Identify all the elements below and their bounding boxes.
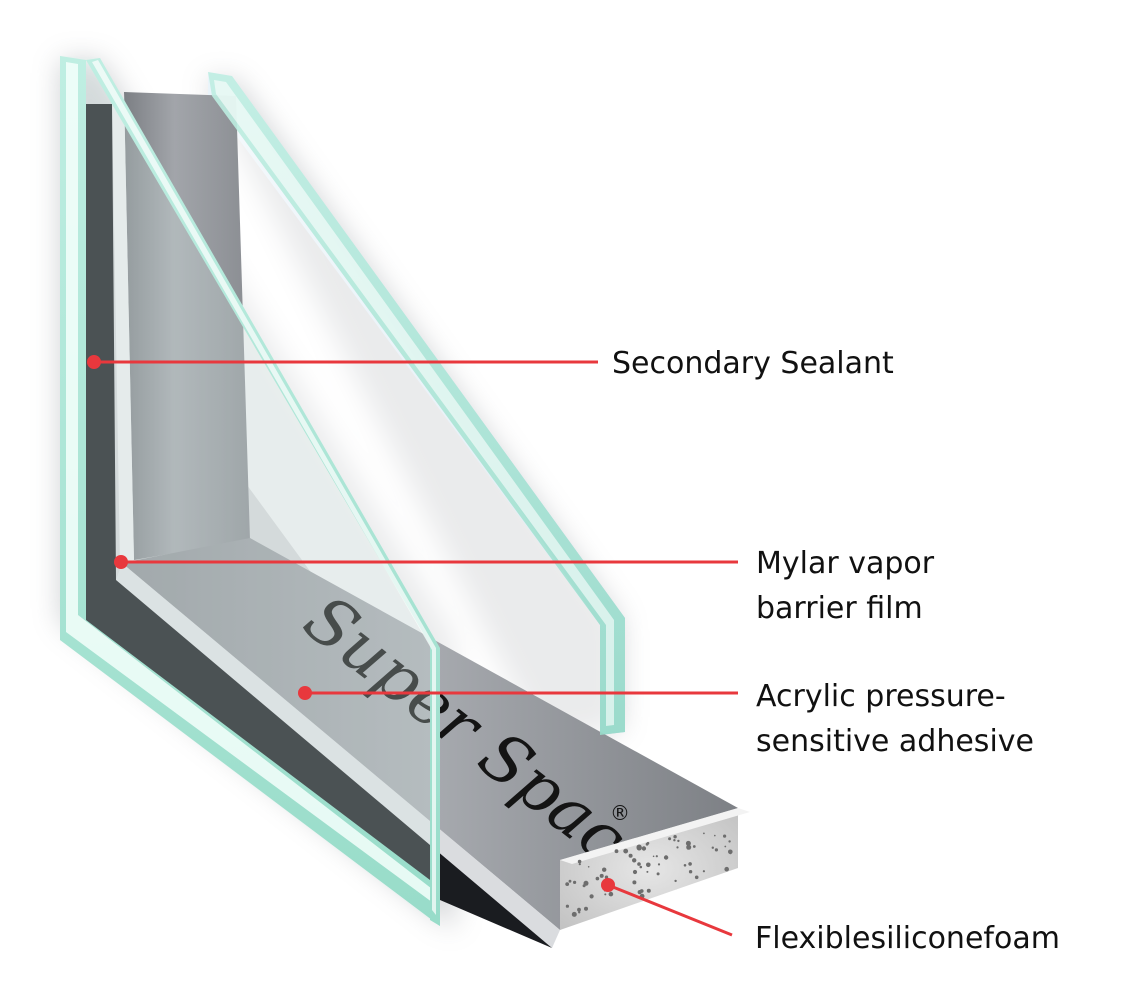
foam-cross-section bbox=[560, 808, 750, 930]
callout-label-line: Secondary Sealant bbox=[612, 346, 894, 381]
foam-pore bbox=[599, 873, 604, 878]
callout-label-line: Flexiblesiliconefoam bbox=[755, 921, 1060, 956]
callout-label-secondary-sealant: Secondary Sealant bbox=[612, 346, 894, 381]
foam-pore bbox=[729, 852, 732, 855]
foam-pore bbox=[724, 845, 727, 848]
inner-glass-edge bbox=[208, 72, 625, 735]
foam-pore bbox=[714, 834, 716, 837]
foam-pore bbox=[578, 863, 581, 866]
callout-dot-acrylic-pressure-sensitive-adhesive bbox=[298, 686, 312, 700]
foam-pore bbox=[614, 849, 619, 854]
foam-pore bbox=[632, 858, 637, 863]
foam-pore bbox=[663, 855, 669, 860]
callout-secondary-sealant: Secondary Sealant bbox=[87, 346, 894, 381]
callout-label-mylar-vapor-barrier-film: Mylar vapor barrier film bbox=[756, 546, 935, 626]
foam-pore bbox=[694, 875, 699, 880]
foam-pore bbox=[632, 880, 637, 885]
foam-pore bbox=[724, 866, 729, 872]
foam-pore bbox=[674, 879, 677, 883]
foam-pore bbox=[685, 840, 691, 846]
foam-pore bbox=[676, 846, 679, 849]
callout-label-line: Acrylic pressure- bbox=[756, 679, 1006, 714]
foam-pore bbox=[656, 872, 660, 876]
foam-pore bbox=[723, 834, 727, 838]
foam-pore bbox=[636, 844, 642, 850]
leader-line-flexible-silicone-foam bbox=[607, 883, 733, 937]
foam-pore bbox=[565, 882, 570, 886]
callout-label-acrylic-pressure-sensitive-adhesive: Acrylic pressure-sensitive adhesive bbox=[756, 679, 1034, 759]
callout-mylar-vapor-barrier-film: Mylar vapor barrier film bbox=[114, 546, 935, 626]
callout-acrylic-pressure-sensitive-adhesive: Acrylic pressure-sensitive adhesive bbox=[298, 679, 1034, 759]
foam-pore bbox=[646, 888, 651, 893]
foam-pore bbox=[577, 859, 582, 864]
foam-pore bbox=[683, 864, 687, 867]
foam-pore bbox=[673, 839, 676, 842]
secondary-sealant-band bbox=[84, 104, 552, 948]
callout-dot-flexible-silicone-foam bbox=[601, 878, 615, 892]
foam-pore bbox=[578, 911, 581, 914]
foam-pore bbox=[652, 855, 655, 858]
foam-pore bbox=[692, 845, 696, 848]
foam-pore bbox=[628, 853, 633, 858]
foam-pore bbox=[608, 891, 614, 897]
foam-pore bbox=[637, 862, 641, 866]
foam-pore bbox=[573, 880, 577, 885]
foam-pore bbox=[582, 884, 586, 888]
foam-pore bbox=[641, 846, 647, 851]
foam-pore bbox=[639, 865, 643, 869]
foam-pore bbox=[584, 906, 588, 911]
trademark-symbol: ® bbox=[610, 801, 630, 825]
foam-pore bbox=[595, 876, 600, 881]
foam-pore bbox=[728, 840, 731, 843]
foam-pore bbox=[646, 862, 651, 868]
foam-pore bbox=[688, 870, 693, 874]
foam-pore bbox=[702, 870, 706, 873]
foam-pore bbox=[565, 904, 570, 908]
foam-pore bbox=[568, 879, 572, 883]
foam-pore bbox=[577, 907, 581, 912]
foam-pore bbox=[714, 848, 719, 852]
foam-pore bbox=[623, 848, 629, 854]
callout-flexible-silicone-foam: Flexiblesiliconefoam bbox=[601, 878, 1060, 956]
foam-pore bbox=[688, 862, 692, 866]
foam-pore bbox=[673, 835, 677, 839]
callout-label-line: sensitive adhesive bbox=[756, 724, 1034, 759]
foam-pore bbox=[587, 866, 590, 868]
vertical-spacer bbox=[112, 92, 250, 566]
foam-pore bbox=[645, 842, 649, 846]
foam-pore bbox=[589, 894, 594, 899]
foam-pore bbox=[632, 869, 638, 875]
foam-pore bbox=[686, 844, 692, 850]
foam-pore bbox=[604, 893, 607, 896]
foam-pore bbox=[668, 837, 672, 841]
foam-pore bbox=[657, 863, 661, 866]
callout-label-flexible-silicone-foam: Flexiblesiliconefoam bbox=[755, 921, 1060, 956]
foam-pore bbox=[571, 911, 577, 917]
callout-dot-mylar-vapor-barrier-film bbox=[114, 555, 128, 569]
foam-pore bbox=[655, 855, 658, 858]
foam-pore bbox=[677, 839, 680, 843]
foam-pore bbox=[703, 832, 705, 835]
callout-dot-secondary-sealant bbox=[87, 355, 101, 369]
foam-pore bbox=[602, 867, 607, 872]
outer-glass-pane bbox=[60, 56, 440, 926]
callout-label-line: barrier film bbox=[756, 591, 923, 626]
inner-glass-pane bbox=[208, 72, 625, 735]
callout-label-line: Mylar vapor bbox=[756, 546, 935, 581]
foam-pore bbox=[646, 870, 649, 873]
foam-pore bbox=[637, 890, 642, 895]
foam-pore bbox=[711, 846, 714, 849]
